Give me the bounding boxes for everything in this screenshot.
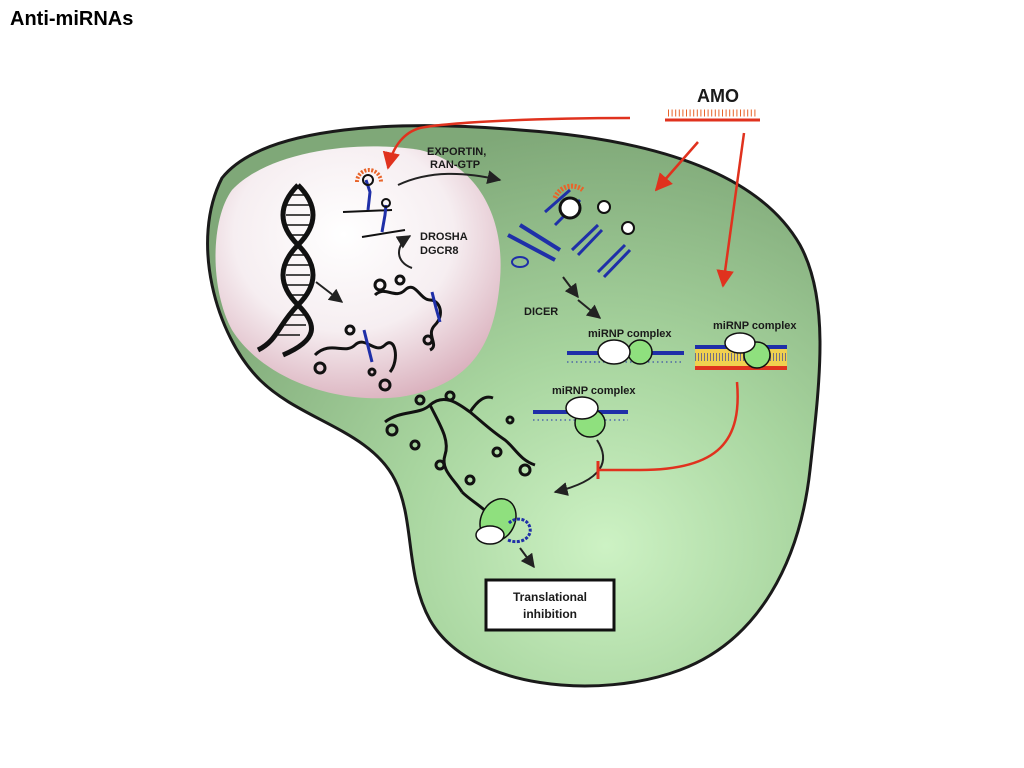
dna-helix-icon [256, 183, 316, 358]
amo-to-nucleus-arrow [382, 116, 631, 170]
pre-mirna-cytoplasmic [507, 183, 635, 279]
amo-to-pre-mirna-arrow [654, 141, 699, 192]
mirnp-label-3: miRNP complex [552, 385, 636, 397]
amo-to-mirnp-arrow [716, 132, 746, 288]
slide-title: Anti-miRNAs [10, 8, 134, 30]
target-mrna-structure [384, 390, 536, 517]
mirnp-complex-1: miRNP complex [567, 328, 684, 365]
amo-inhibition-line [596, 381, 739, 479]
drosha-label: DROSHA [420, 231, 468, 243]
ran-gtp-label: RAN-GTP [430, 159, 480, 171]
exportin-label: EXPORTIN, [427, 146, 486, 158]
mirnp-complex-3: miRNP complex [533, 385, 636, 438]
outcome-line-1: Translational [513, 590, 587, 604]
translational-inhibition-box: Translational inhibition [484, 578, 616, 632]
drosha-arrow [395, 235, 413, 269]
dicer-label: DICER [524, 306, 558, 318]
mirnp-label-2: miRNP complex [713, 320, 797, 332]
exportin-arrow [397, 170, 502, 186]
pri-mirna-structure [313, 274, 442, 392]
inhibition-arrow [519, 547, 535, 569]
dicer-arrow-2 [577, 299, 602, 319]
mirnp-label-1: miRNP complex [588, 328, 672, 340]
ribosome-mirnp-complex [475, 498, 532, 545]
dicer-arrow-1 [562, 276, 579, 299]
mirnp-complex-amo: miRNP complex [695, 320, 797, 370]
pre-mirna-nuclear [342, 168, 406, 238]
dgcr8-label: DGCR8 [420, 245, 459, 257]
amo-oligo: AMO [665, 86, 760, 122]
amo-label: AMO [697, 86, 739, 106]
transcription-arrow [315, 281, 344, 303]
outcome-line-2: inhibition [523, 607, 577, 621]
